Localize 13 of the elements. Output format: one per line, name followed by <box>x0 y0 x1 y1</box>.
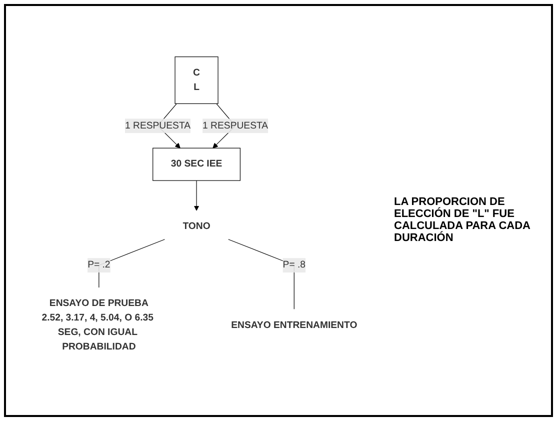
edge-label: 1 RESPUESTA <box>124 120 191 131</box>
node-box: C L <box>174 56 218 104</box>
node-text: ENSAYO DE PRUEBA 2.52, 3.17, 4, 5.04, O 6.35 SEG, CON IGUAL PROBABILIDAD <box>42 298 154 352</box>
arrow <box>194 180 200 211</box>
node-text: TONO <box>182 221 210 232</box>
node-box: 30 SEC IEE <box>152 148 240 181</box>
edge-label: P= .8 <box>282 260 306 270</box>
connector <box>228 239 294 310</box>
edge-label: 1 RESPUESTA <box>202 120 268 131</box>
note-text: LA PROPORCION DE ELECCIÓN DE "L" FUE CALCULADA PARA CADA DURACIÓN <box>394 196 532 244</box>
edge-label: P= .2 <box>88 260 110 270</box>
connector <box>98 239 165 288</box>
node-text: ENSAYO ENTRENAMIENTO <box>231 320 358 330</box>
